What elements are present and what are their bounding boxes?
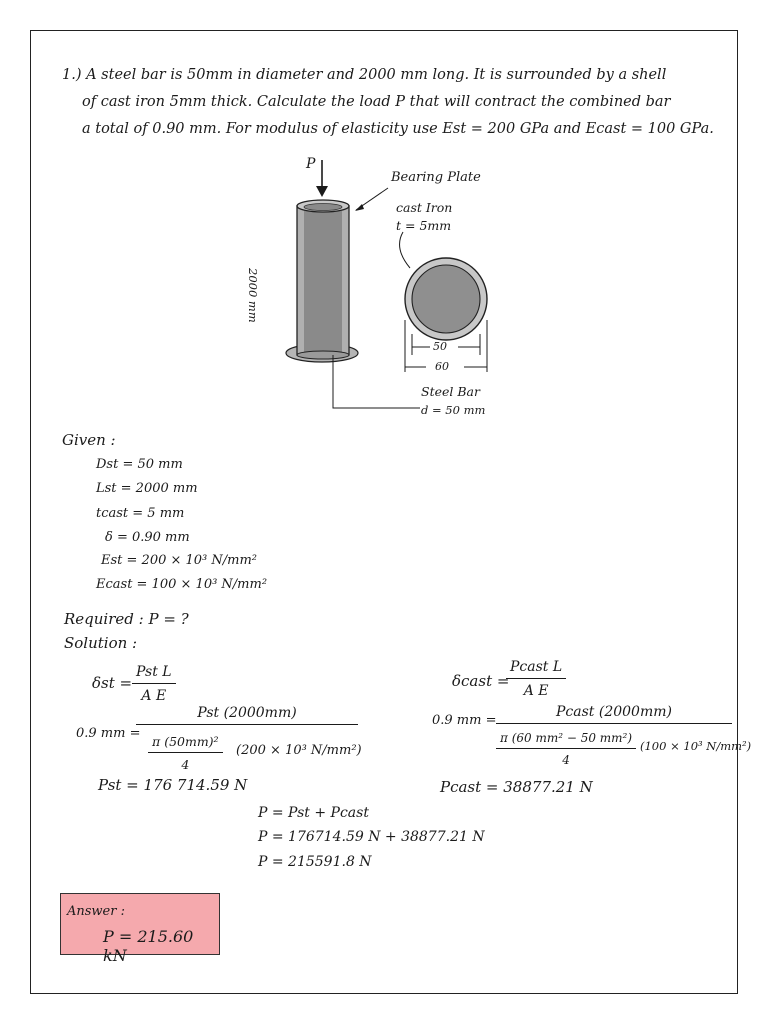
steel-modulus: (200 × 10³ N/mm²)	[236, 743, 362, 758]
delta-cast-lhs: δcast =	[452, 672, 510, 690]
given-heading: Given :	[62, 431, 116, 449]
problem-statement: 1.) A steel bar is 50mm in diameter and …	[62, 62, 722, 143]
answer-box: Answer : P = 215.60 kN	[60, 893, 220, 965]
problem-line-3: a total of 0.90 mm. For modulus of elast…	[82, 121, 714, 137]
fraction-bar	[506, 678, 567, 679]
required-line: Required : P = ?	[64, 610, 189, 628]
fraction-bar	[148, 752, 223, 753]
cast-eq-num: Pcast (2000mm)	[556, 704, 672, 720]
cast-area-den: 4	[562, 753, 570, 767]
delta-steel-num: Pst L	[136, 664, 172, 680]
cast-eq-fraction: Pcast (2000mm)	[496, 704, 732, 724]
steel-diameter-label: d = 50 mm	[421, 403, 486, 417]
inner-dim-label: 50	[433, 340, 447, 353]
cast-iron-label: cast Iron	[396, 200, 453, 215]
steel-area-den: 4	[181, 757, 190, 772]
delta-cast-fraction: Pcast L A E	[506, 659, 567, 699]
sum-line: P = 176714.59 N + 38877.21 N	[258, 829, 485, 845]
fraction-bar	[496, 748, 637, 749]
steel-area-num: π (50mm)²	[152, 734, 219, 749]
given-line: tcast = 5 mm	[96, 506, 185, 521]
delta-cast-den: A E	[523, 683, 549, 699]
cast-eq-lhs: 0.9 mm =	[432, 713, 497, 728]
fraction-bar	[496, 723, 732, 724]
worksheet-page	[30, 30, 738, 994]
cast-modulus: (100 × 10³ N/mm²)	[640, 739, 752, 753]
given-line: Lst = 2000 mm	[96, 481, 198, 496]
cast-area-num: π (60 mm² − 50 mm²)	[500, 731, 633, 745]
cast-area-fraction: π (60 mm² − 50 mm²) 4	[496, 731, 637, 767]
given-line: δ = 0.90 mm	[105, 530, 190, 545]
fraction-bar	[132, 683, 176, 684]
given-line: Est = 200 × 10³ N/mm²	[101, 553, 258, 568]
problem-line-1: 1.) A steel bar is 50mm in diameter and …	[62, 67, 667, 83]
steel-area-fraction: π (50mm)² 4	[148, 734, 223, 772]
sum-line: P = 215591.8 N	[258, 854, 372, 870]
outer-dim-label: 60	[435, 360, 449, 373]
delta-steel-lhs: δst =	[92, 674, 133, 692]
delta-steel-fraction: Pst L A E	[132, 664, 176, 704]
steel-eq-lhs: 0.9 mm =	[76, 726, 141, 741]
length-label: 2000 mm	[246, 268, 260, 323]
cast-result: Pcast = 38877.21 N	[440, 778, 593, 796]
given-line: Dst = 50 mm	[96, 457, 183, 472]
steel-result: Pst = 176 714.59 N	[98, 776, 248, 794]
solution-heading: Solution :	[64, 634, 138, 652]
delta-cast-num: Pcast L	[510, 659, 563, 675]
bearing-plate-label: Bearing Plate	[391, 170, 481, 185]
thickness-label: t = 5mm	[396, 218, 452, 233]
answer-label: Answer :	[67, 904, 125, 919]
steel-eq-fraction: Pst (2000mm)	[136, 705, 358, 725]
sum-line: P = Pst + Pcast	[258, 805, 369, 821]
fraction-bar	[136, 724, 358, 725]
answer-value: P = 215.60 kN	[103, 927, 194, 965]
given-line: Ecast = 100 × 10³ N/mm²	[96, 577, 268, 592]
problem-line-2: of cast iron 5mm thick. Calculate the lo…	[82, 94, 671, 110]
steel-eq-num: Pst (2000mm)	[197, 705, 297, 721]
delta-steel-den: A E	[141, 688, 167, 704]
load-label: P	[306, 156, 316, 172]
steel-bar-label: Steel Bar	[421, 384, 480, 399]
